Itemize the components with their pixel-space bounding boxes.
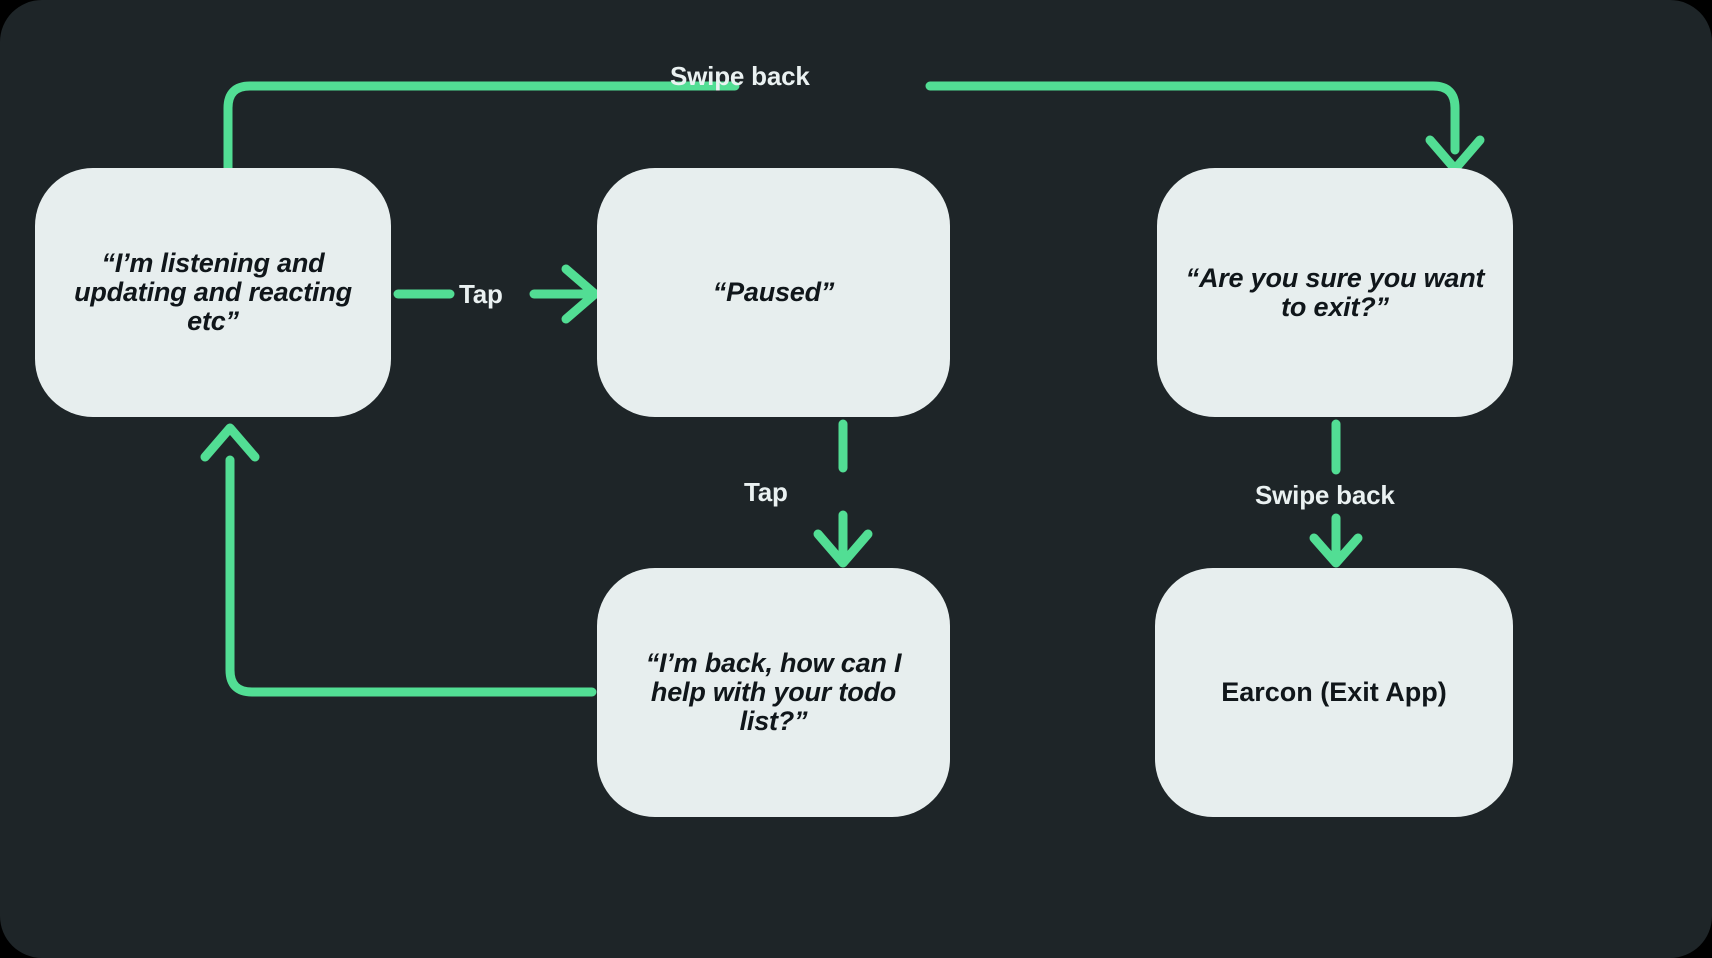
node-earcon-exit-app-label: Earcon (Exit App) (1221, 677, 1447, 708)
node-back-label: “I’m back, how can I help with your todo… (645, 648, 902, 736)
node-exit-confirm[interactable]: “Are you sure you want to exit?” (1157, 168, 1513, 417)
edge-listening-to-exit (223, 81, 1485, 174)
edge-label-swipe-back-top: Swipe back (670, 61, 810, 91)
node-back[interactable]: “I’m back, how can I help with your todo… (597, 568, 950, 817)
edge-label-tap-paused-to-back: Tap (744, 477, 788, 507)
edge-back-to-listening (200, 423, 597, 697)
node-listening[interactable]: “I’m listening and updating and reacting… (35, 168, 391, 417)
edge-paused-to-back (813, 419, 873, 568)
edge-label-tap-listening-to-paused: Tap (459, 279, 503, 309)
node-paused[interactable]: “Paused” (597, 168, 950, 417)
node-earcon-exit-app[interactable]: Earcon (Exit App) (1155, 568, 1513, 817)
node-exit-confirm-label: “Are you sure you want to exit?” (1185, 262, 1485, 322)
edge-label-swipe-back-exit-to-earcon: Swipe back (1255, 480, 1395, 510)
node-paused-label: “Paused” (712, 277, 835, 308)
node-listening-label: “I’m listening and updating and reacting… (74, 248, 352, 336)
